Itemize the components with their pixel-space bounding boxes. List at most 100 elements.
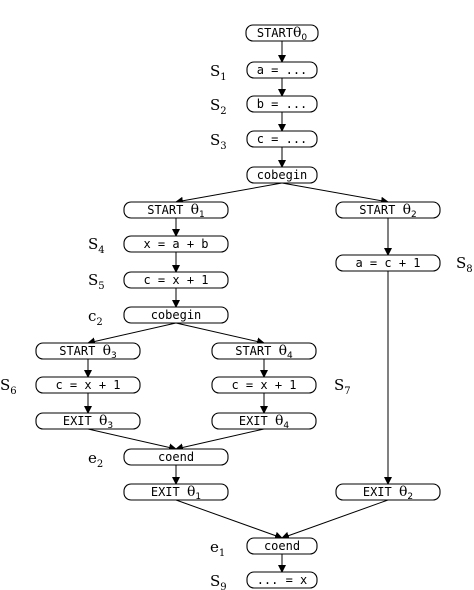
node-cxp1-main: c = x + 1 (123, 271, 229, 289)
edge-exit1-to-coend1 (175, 499, 283, 540)
node-cxp1-left: c = x + 1 (35, 376, 141, 394)
node-label-text: EXIT (63, 414, 99, 428)
theta-subscript: 3 (107, 421, 113, 431)
theta-subscript: 4 (283, 421, 289, 431)
node-label-text: a = ... (257, 63, 308, 77)
node-label-text: ... = x (257, 573, 308, 587)
edge-exit3-to-coend2 (87, 428, 177, 452)
side-label-base: S (210, 62, 220, 80)
side-label-subscript: 3 (220, 141, 226, 152)
node-label: x = a + b (143, 237, 208, 251)
node-start4: START θ4 (211, 342, 317, 361)
side-label-s1: S1 (210, 62, 227, 83)
node-label-text: x = a + b (143, 237, 208, 251)
node-label: c = x + 1 (143, 273, 208, 287)
side-label-e1: e1 (210, 538, 225, 559)
side-label-s2: S2 (210, 96, 227, 117)
theta-subscript: 1 (195, 492, 201, 502)
theta-symbol: θ (275, 413, 283, 429)
node-label-text: START (257, 26, 293, 40)
node-box (246, 61, 318, 79)
node-label: c = x + 1 (231, 378, 296, 392)
side-label-s9: S9 (210, 572, 227, 590)
node-label: EXIT θ2 (363, 484, 413, 502)
side-label-base: S (334, 376, 344, 394)
node-label: START θ2 (359, 202, 417, 220)
edge-cobegin2-to-start3 (87, 322, 177, 346)
side-label-base: S (88, 235, 98, 253)
node-box (123, 271, 229, 289)
theta-subscript: 4 (287, 351, 293, 361)
node-cobegin1: cobegin (246, 166, 318, 184)
node-box (246, 537, 318, 555)
side-label-base: e (210, 538, 219, 556)
node-label: START θ3 (59, 343, 117, 361)
node-box (245, 24, 319, 42)
theta-symbol: θ (403, 202, 411, 218)
node-label: c = ... (257, 132, 308, 146)
node-label: ... = x (257, 573, 308, 587)
theta-subscript: 3 (111, 351, 117, 361)
edge-cobegin1-to-start2 (281, 182, 389, 205)
side-label-base: e (88, 449, 97, 467)
node-label-text: EXIT (239, 414, 275, 428)
node-box (123, 235, 229, 253)
node-exit4: EXIT θ4 (211, 412, 317, 431)
node-label: a = c + 1 (355, 256, 420, 270)
side-label-base: S (88, 271, 98, 289)
node-coend2: coend (123, 448, 229, 466)
node-box (123, 306, 229, 324)
edge-exit2-to-coend1 (281, 499, 389, 540)
node-exit3: EXIT θ3 (35, 412, 141, 431)
side-label-subscript: 7 (344, 386, 350, 397)
node-acp1: a = c + 1 (335, 254, 441, 272)
node-label-text: START (147, 203, 190, 217)
node-box (335, 201, 441, 219)
node-label-text: c = x + 1 (55, 378, 120, 392)
node-box (123, 448, 229, 466)
node-label-text: EXIT (151, 485, 187, 499)
side-label-s5: S5 (88, 271, 105, 292)
side-label-c2: c2 (88, 307, 103, 328)
theta-subscript: 0 (301, 33, 307, 43)
node-label-text: START (235, 344, 278, 358)
side-label-s6: S6 (0, 376, 17, 397)
node-b: b = ... (246, 95, 318, 113)
side-label-subscript: 9 (220, 582, 226, 590)
node-xab: x = a + b (123, 235, 229, 253)
node-label: EXIT θ1 (151, 484, 201, 502)
side-label-subscript: 6 (10, 386, 16, 397)
node-label-text: coend (158, 450, 194, 464)
side-label-base: S (210, 572, 220, 590)
node-box (35, 376, 141, 394)
node-label-text: coend (264, 539, 300, 553)
node-label: START θ4 (235, 343, 293, 361)
side-label-subscript: 8 (466, 264, 472, 275)
node-label-text: EXIT (363, 485, 399, 499)
node-box (211, 342, 317, 360)
node-label: coend (158, 450, 194, 464)
node-c: c = ... (246, 130, 318, 148)
side-label-s3: S3 (210, 131, 227, 152)
side-label-subscript: 4 (98, 245, 104, 256)
node-box (123, 483, 229, 501)
edges-layer (84, 41, 392, 573)
node-label: a = ... (257, 63, 308, 77)
side-label-subscript: 2 (220, 106, 226, 117)
node-label-text: c = ... (257, 132, 308, 146)
node-label: STARTθ0 (257, 25, 308, 43)
node-label-text: START (359, 203, 402, 217)
side-label-subscript: 2 (96, 317, 102, 328)
node-exit2: EXIT θ2 (335, 483, 441, 502)
node-a: a = ... (246, 61, 318, 79)
node-label-text: cobegin (151, 308, 202, 322)
side-label-s7: S7 (334, 376, 351, 397)
node-label: EXIT θ3 (63, 413, 113, 431)
node-box (211, 412, 317, 430)
theta-symbol: θ (279, 343, 287, 359)
theta-symbol: θ (103, 343, 111, 359)
